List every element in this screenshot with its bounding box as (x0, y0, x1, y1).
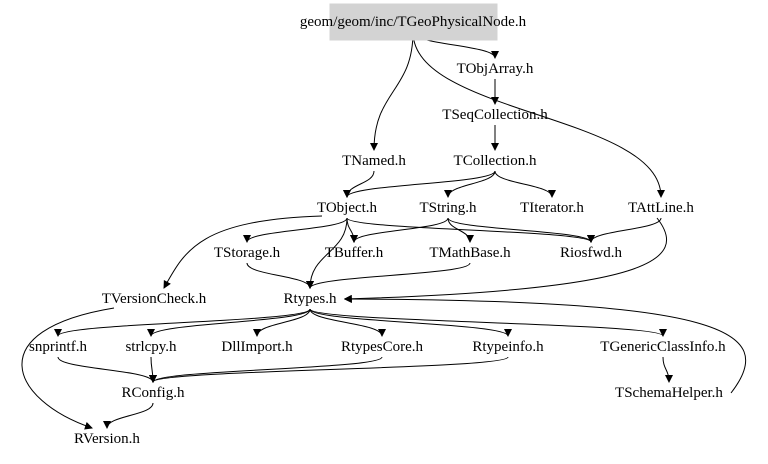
node-tversioncheck[interactable]: TVersionCheck.h (102, 291, 207, 307)
node-root[interactable]: geom/geom/inc/TGeoPhysicalNode.h (300, 14, 527, 30)
node-tseqcollection[interactable]: TSeqCollection.h (442, 107, 548, 123)
node-tobjarray[interactable]: TObjArray.h (457, 61, 534, 77)
node-tattline[interactable]: TAttLine.h (628, 200, 694, 216)
node-riosfwd[interactable]: Riosfwd.h (560, 245, 623, 261)
edge-rtypescore-to-rconfig (149, 356, 383, 383)
edge-snprintf-to-rconfig (57, 356, 157, 383)
node-tmathbase[interactable]: TMathBase.h (429, 245, 511, 261)
node-tcollection[interactable]: TCollection.h (454, 153, 537, 169)
edge-rtypes-to-snprintf (54, 308, 311, 337)
edge-tversioncheck-to-rversion (21, 307, 115, 430)
node-rconfig[interactable]: RConfig.h (122, 385, 185, 401)
edge-tcollection-to-titerator (494, 170, 556, 198)
node-snprintf[interactable]: snprintf.h (29, 339, 87, 355)
edge-tcollection-to-tobject (343, 170, 496, 198)
edge-tmathbase-to-rtypes (306, 262, 471, 289)
edge-tobject-to-riosfwd (346, 217, 595, 243)
edge-tobject-to-tbuffer (346, 217, 358, 243)
node-tschemahelper[interactable]: TSchemaHelper.h (615, 385, 723, 401)
edge-rconfig-to-rversion (103, 402, 154, 429)
root-node-box (329, 3, 498, 41)
edge-rtypes-to-dllimport (253, 308, 311, 337)
node-tbuffer[interactable]: TBuffer.h (325, 245, 384, 261)
node-tnamed[interactable]: TNamed.h (342, 153, 406, 169)
edge-tgenericclassinfo-to-tschemahelper (662, 356, 673, 383)
node-rtypeinfo[interactable]: Rtypeinfo.h (472, 339, 544, 355)
edge-root-to-tnamed (370, 31, 414, 151)
edge-tstring-to-riosfwd (447, 217, 595, 243)
edge-tattline-to-riosfwd (587, 217, 662, 243)
node-tobject[interactable]: TObject.h (317, 200, 378, 216)
node-dllimport[interactable]: DllImport.h (221, 339, 293, 355)
edge-rtypes-to-tgenericclassinfo (309, 308, 667, 337)
edge-rtypes-to-strlcpy (147, 308, 311, 337)
node-rtypes[interactable]: Rtypes.h (284, 291, 337, 307)
node-titerator[interactable]: TIterator.h (520, 200, 584, 216)
edge-tattline-to-rtypes (343, 217, 668, 303)
edge-tobject-to-tstorage (243, 217, 348, 243)
node-tgenericclassinfo[interactable]: TGenericClassInfo.h (600, 339, 726, 355)
edge-tstring-to-tbuffer (350, 217, 449, 243)
edge-tcollection-to-tstring (444, 170, 496, 198)
edge-tobject-to-tversioncheck (163, 215, 323, 289)
node-tstorage[interactable]: TStorage.h (214, 245, 281, 261)
node-rversion[interactable]: RVersion.h (74, 431, 140, 447)
node-strlcpy[interactable]: strlcpy.h (125, 339, 177, 355)
edge-tobject-to-rtypes (306, 217, 348, 289)
edge-rtypes-to-rtypeinfo (309, 308, 512, 337)
edge-strlcpy-to-rconfig (148, 356, 157, 383)
edge-tstorage-to-rtypes (246, 262, 314, 289)
node-rtypescore[interactable]: RtypesCore.h (341, 339, 424, 355)
edge-rtypes-to-rtypescore (309, 308, 386, 337)
edge-rtypeinfo-to-rconfig (149, 356, 509, 383)
edge-tstring-to-tmathbase (447, 217, 474, 243)
edge-root-to-tattline (412, 31, 665, 198)
node-tstring[interactable]: TString.h (419, 200, 477, 216)
edge-tschemahelper-to-rtypes (343, 295, 747, 394)
